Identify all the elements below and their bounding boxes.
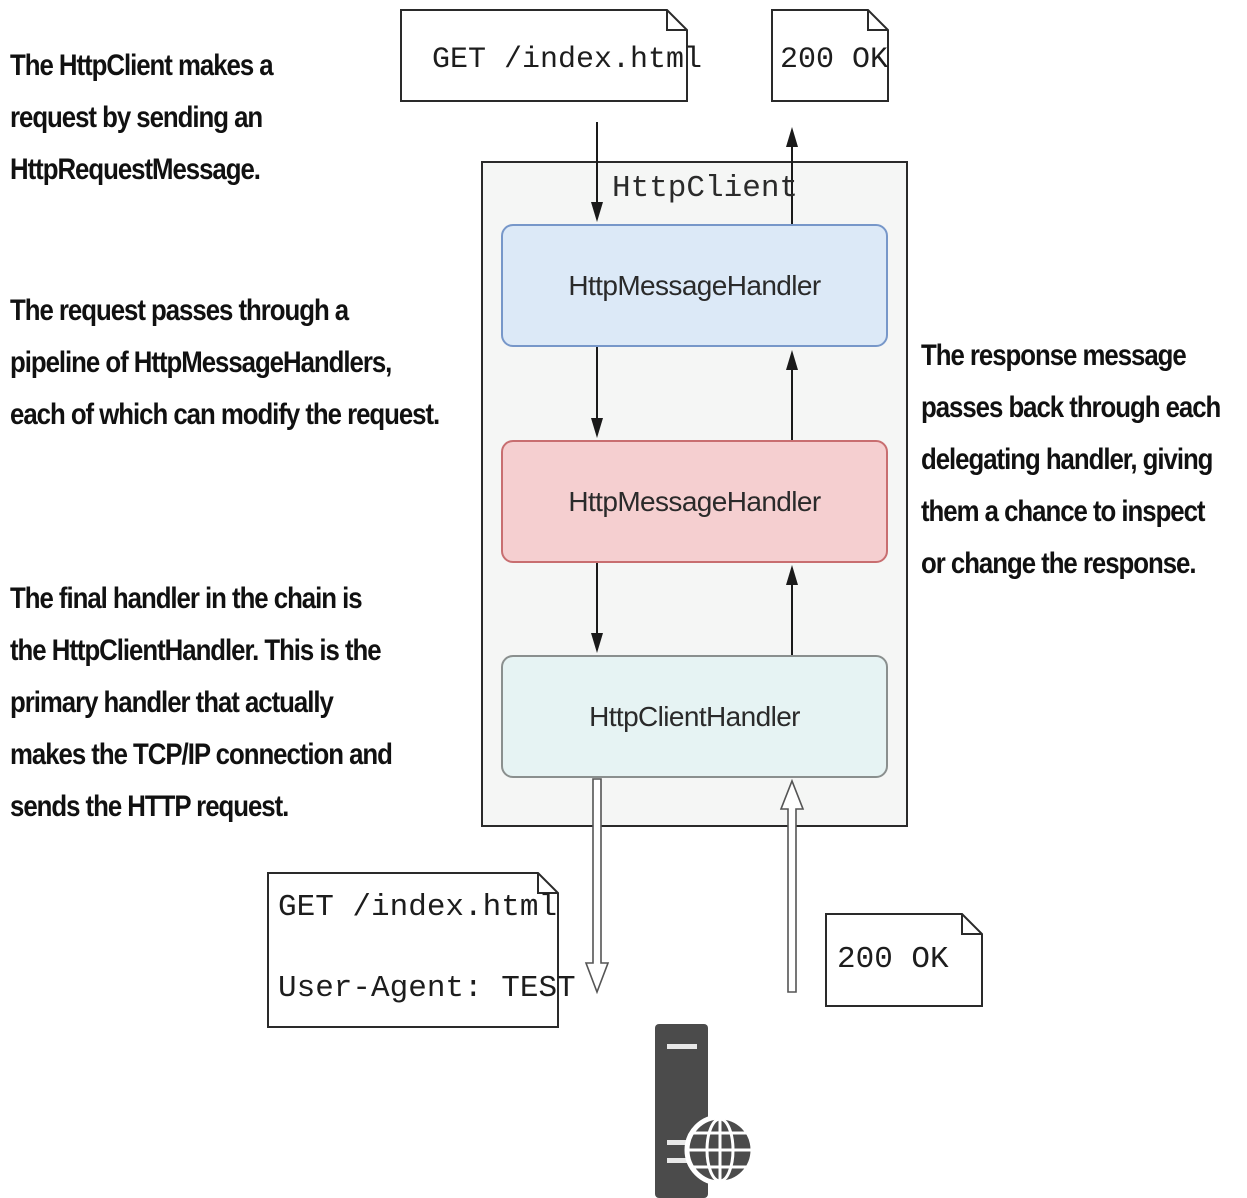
request-line-top: GET /index.html (432, 43, 703, 77)
request-note-top (400, 9, 688, 102)
callout-line: makes the TCP/IP connection and (10, 738, 393, 771)
handler-label: HttpClientHandler (589, 700, 800, 732)
callout-line: passes back through each (921, 391, 1221, 424)
globe-icon (684, 1114, 756, 1186)
network-response-arrow (779, 778, 805, 993)
callout-line: or change the response. (921, 547, 1197, 580)
client-handler: HttpClientHandler (501, 655, 888, 778)
handler-label: HttpMessageHandler (568, 269, 821, 301)
callout-line: pipeline of HttpMessageHandlers, (10, 346, 392, 379)
callout-line: request by sending an (10, 101, 263, 134)
response-note-top (771, 9, 889, 102)
network-request-arrow (584, 778, 610, 995)
response-arrows (786, 127, 798, 655)
message-handler-1: HttpMessageHandler (501, 224, 888, 347)
callout-line: the HttpClientHandler. This is the (10, 634, 382, 667)
callout-final-handler: The final handler in the chain is the Ht… (10, 573, 393, 833)
callout-pipeline: The request passes through a pipeline of… (10, 285, 440, 441)
request-header-bottom: User-Agent: TEST (278, 971, 576, 1006)
callout-request: The HttpClient makes a request by sendin… (10, 40, 274, 196)
callout-line: sends the HTTP request. (10, 790, 289, 823)
httpclient-title: HttpClient (612, 169, 798, 209)
callout-response: The response message passes back through… (921, 330, 1221, 590)
request-arrows (591, 122, 603, 653)
callout-line: each of which can modify the request. (10, 398, 440, 431)
callout-line: The final handler in the chain is (10, 582, 363, 615)
callout-line: The HttpClient makes a (10, 49, 274, 82)
response-note-bottom (825, 913, 983, 1007)
handler-label: HttpMessageHandler (568, 485, 821, 517)
callout-line: HttpRequestMessage. (10, 153, 261, 186)
response-status-top: 200 OK (780, 43, 889, 77)
callout-line: The request passes through a (10, 294, 349, 327)
callout-line: The response message (921, 339, 1187, 372)
message-handler-2: HttpMessageHandler (501, 440, 888, 563)
request-line-bottom: GET /index.html (278, 890, 558, 925)
callout-line: them a chance to inspect (921, 495, 1206, 528)
callout-line: delegating handler, giving (921, 443, 1213, 476)
request-note-bottom (267, 872, 559, 1028)
response-status-bottom: 200 OK (837, 942, 949, 977)
callout-line: primary handler that actually (10, 686, 334, 719)
